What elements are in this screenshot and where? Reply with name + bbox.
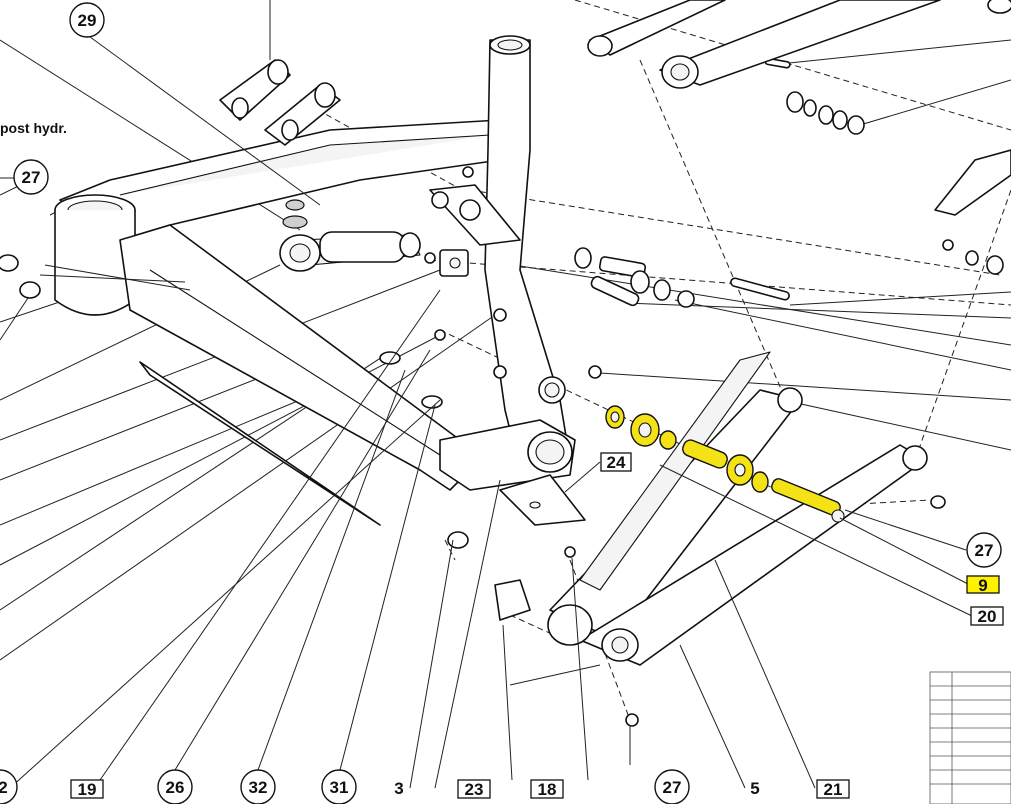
callout-23-label: 23 — [465, 780, 484, 799]
callout-24: 24 — [600, 452, 632, 472]
callout-2-label: 2 — [0, 778, 8, 797]
callout-27-right-label: 27 — [975, 541, 994, 560]
pivot-hardware-right — [574, 57, 1004, 308]
callout-29: 29 — [69, 2, 105, 38]
callout-31-label: 31 — [330, 778, 349, 797]
callout-9: 9 — [966, 575, 1000, 595]
leader-lines-right — [519, 39, 1011, 451]
callout-27-bottom-label: 27 — [663, 778, 682, 797]
callout-27-top: 27 — [13, 159, 49, 195]
callout-19-label: 19 — [78, 780, 97, 799]
rocker-link-parts — [219, 59, 341, 146]
highlighted-parts-9 — [605, 405, 845, 523]
callout-23: 23 — [457, 779, 491, 799]
callout-19: 19 — [70, 779, 104, 799]
callout-32-label: 32 — [249, 778, 268, 797]
title-block-table — [929, 671, 1011, 804]
chainstay — [494, 351, 928, 686]
callout-26-label: 26 — [166, 778, 185, 797]
callout-9-label: 9 — [978, 576, 987, 595]
seatstay-upper — [587, 0, 1011, 216]
callout-27-bottom: 27 — [654, 769, 690, 804]
callout-26: 26 — [157, 769, 193, 804]
rear-shock — [279, 199, 469, 277]
callout-21-label: 21 — [824, 780, 843, 799]
callout-3-label: 3 — [394, 779, 403, 798]
guard-plate-24 — [499, 474, 586, 526]
callout-27-right: 27 — [966, 532, 1002, 568]
callout-29-label: 29 — [78, 11, 97, 30]
callout-24-label: 24 — [607, 453, 626, 472]
main-frame — [39, 35, 576, 491]
side-note-text: post hydr. — [0, 120, 67, 136]
callout-27-top-label: 27 — [22, 168, 41, 187]
callout-21: 21 — [816, 779, 850, 799]
callout-2: 2 — [0, 769, 18, 804]
callout-5-label: 5 — [750, 779, 759, 798]
callout-32: 32 — [240, 769, 276, 804]
callout-31: 31 — [321, 769, 357, 804]
downtube-guard — [139, 361, 381, 526]
callout-18-label: 18 — [538, 780, 557, 799]
guard-plate-hole — [529, 501, 541, 509]
callout-18: 18 — [530, 779, 564, 799]
callout-20: 20 — [970, 606, 1004, 626]
callout-leaders — [0, 0, 973, 789]
callout-20-label: 20 — [978, 607, 997, 626]
